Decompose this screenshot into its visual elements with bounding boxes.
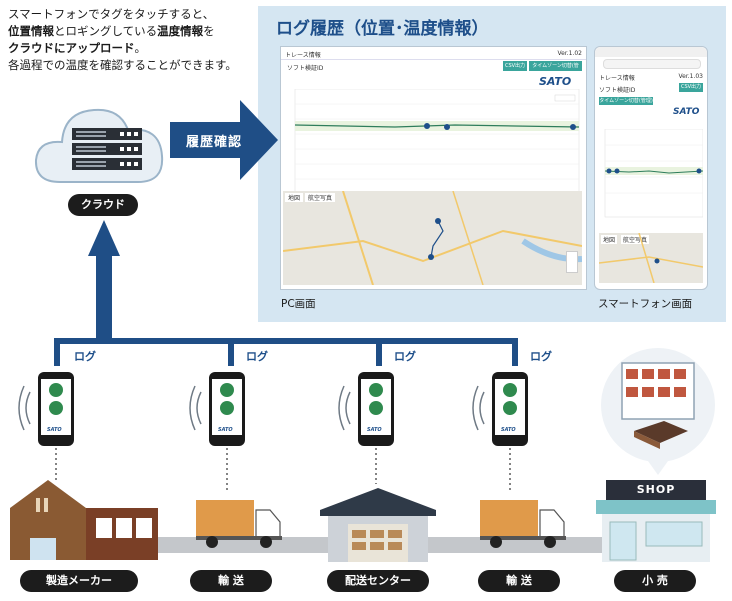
pc-app-title: トレース情報 — [285, 52, 321, 59]
location-info-emphasis: 位置情報 — [8, 24, 54, 38]
intro-line-2: 位置情報とロギングしている温度情報を — [8, 23, 258, 40]
pc-map[interactable]: 地図 航空写真 — [283, 191, 582, 285]
temperature-info-emphasis: 温度情報 — [157, 24, 204, 38]
log-label-3: ログ — [394, 350, 416, 363]
shop-sign: SHOP — [636, 483, 676, 496]
sp-temperature-chart — [604, 129, 703, 218]
intro-line-3: クラウドにアップロード。 — [8, 40, 258, 57]
sp-sato-logo: SATO — [673, 107, 700, 117]
sp-app-title: トレース情報 — [599, 75, 635, 82]
stage-manufacturer: 製造メーカー — [20, 570, 138, 592]
pc-timezone-button[interactable]: タイムゾーン切替(管理) — [529, 61, 582, 79]
smartphone-1: SATO — [38, 372, 74, 446]
truck-icon-2 — [480, 500, 566, 548]
sp-chart-marker-1 — [606, 168, 612, 174]
nfc-waves-and-links — [18, 385, 511, 490]
sp-status-bar — [595, 47, 707, 57]
pc-header-divider — [281, 59, 586, 60]
log-label-2: ログ — [246, 350, 268, 363]
cake-display-icon — [599, 346, 717, 475]
stage-transport-2: 輸 送 — [478, 570, 560, 592]
sp-url-bar[interactable] — [603, 59, 701, 69]
sp-version: Ver.1.03 — [678, 73, 703, 80]
pc-version: Ver.1.02 — [557, 50, 582, 57]
sp-map-roads — [599, 233, 703, 283]
intro-line-2-mid: とロギングしている — [54, 24, 158, 38]
smartphone-4: SATO — [492, 372, 528, 446]
pc-map-tab-map[interactable]: 地図 — [285, 193, 304, 202]
pc-screen-caption: PC画面 — [281, 298, 316, 310]
sp-map[interactable]: 地図 航空写真 — [599, 233, 703, 283]
sp-timezone-button[interactable]: タイムゾーン切替(管理) — [599, 97, 653, 105]
stage-transport-1: 輸 送 — [190, 570, 272, 592]
phone-3-brand: SATO — [367, 427, 382, 433]
cloud-label: クラウド — [68, 194, 138, 216]
pc-chart-marker-3 — [570, 124, 576, 130]
factory-icon — [10, 480, 158, 560]
intro-line-3-end: 。 — [134, 41, 147, 55]
pc-chart-marker-1 — [424, 123, 430, 129]
upload-connector — [54, 220, 518, 366]
sp-chart-temperature-line — [604, 170, 703, 174]
log-label-1: ログ — [74, 350, 96, 363]
sp-csv-button[interactable]: CSV出力 — [679, 83, 703, 92]
truck-icon-1 — [196, 500, 282, 548]
smartphone-screen: トレース情報 Ver.1.03 ソフト検証ID CSV出力 タイムゾーン切替(管… — [594, 46, 708, 290]
panel-title: ログ履歴（位置･温度情報） — [276, 19, 489, 39]
sp-soft-label: ソフト検証ID — [599, 87, 636, 94]
pc-csv-button[interactable]: CSV出力 — [503, 61, 527, 71]
stage-retail: 小 売 — [614, 570, 696, 592]
connector-bar — [54, 338, 518, 344]
pc-map-zoom-control[interactable] — [566, 251, 578, 273]
upload-arrow — [88, 220, 120, 343]
sp-map-tab-satellite[interactable]: 航空写真 — [621, 235, 650, 244]
sp-chart-marker-3 — [696, 168, 702, 174]
cloud-icon — [34, 108, 164, 183]
intro-line-2-end: を — [203, 24, 215, 38]
stage-distribution-center: 配送センター — [327, 570, 429, 592]
history-check-arrow — [170, 100, 278, 180]
pc-soft-label: ソフト検証ID — [287, 65, 324, 72]
phone-4-brand: SATO — [501, 427, 516, 433]
pc-chart-legend — [554, 94, 576, 102]
intro-text: スマートフォンでタグをタッチすると、 位置情報とロギングしている温度情報を クラ… — [8, 6, 258, 74]
smartphone-2: SATO — [209, 372, 245, 446]
distribution-center-icon — [320, 488, 436, 562]
tag-links — [55, 448, 511, 490]
phone-1-brand: SATO — [47, 427, 62, 433]
pc-sato-logo: SATO — [539, 75, 572, 88]
history-check-label: 履歴確認 — [186, 135, 243, 150]
sp-map-tab-map[interactable]: 地図 — [601, 235, 618, 244]
smartphone-screen-caption: スマートフォン画面 — [598, 298, 693, 310]
log-label-4: ログ — [530, 350, 552, 363]
nfc-wave-icon — [18, 385, 485, 431]
pc-map-tab-satellite[interactable]: 航空写真 — [305, 193, 336, 202]
server-rack-icon — [72, 128, 142, 170]
intro-line-1: スマートフォンでタグをタッチすると、 — [8, 7, 215, 21]
intro-line-4: 各過程での温度を確認することができます。 — [8, 58, 237, 72]
pc-chart-marker-2 — [444, 124, 450, 130]
sp-chart-gridlines — [605, 144, 703, 194]
phone-2-brand: SATO — [218, 427, 233, 433]
pc-screen: トレース情報 Ver.1.02 ソフト検証ID CSV出力 タイムゾーン切替(管… — [280, 46, 587, 290]
sp-chart-marker-2 — [614, 168, 620, 174]
shop-icon — [596, 480, 716, 562]
cloud-upload-emphasis: クラウドにアップロード — [8, 41, 135, 55]
smartphone-3: SATO — [358, 372, 394, 446]
